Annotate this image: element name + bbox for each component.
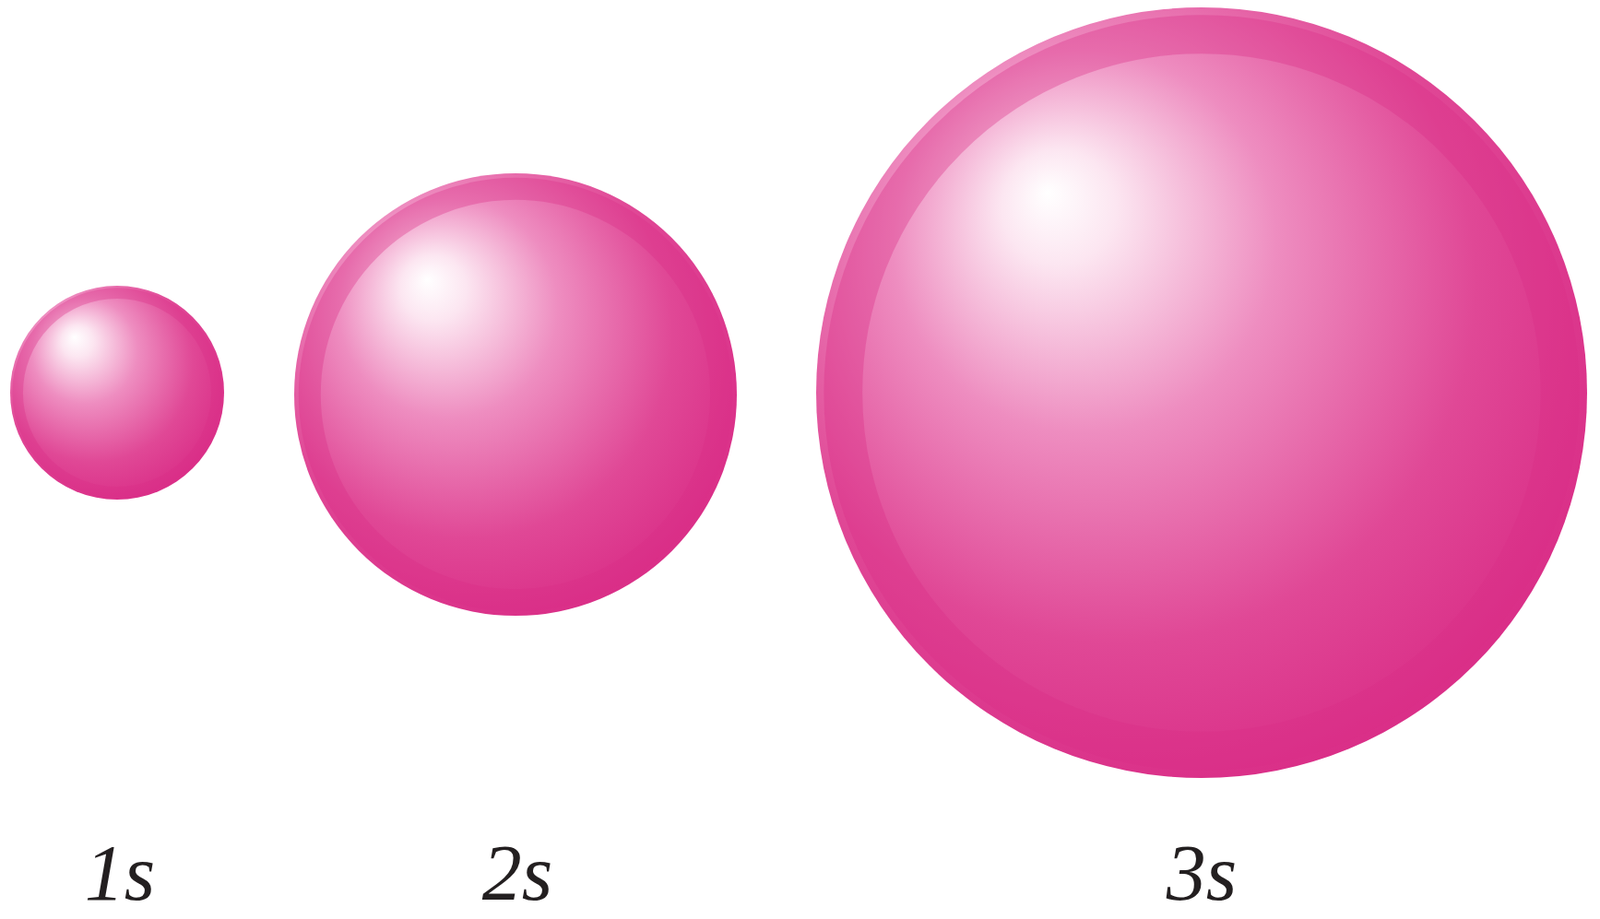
sphere-shape: [294, 173, 737, 617]
sphere-fill: [816, 7, 1588, 779]
sphere-fill: [10, 285, 225, 500]
sphere-rim: [17, 293, 217, 493]
orbital-sphere: 3s: [816, 7, 1588, 779]
sphere-shape: [816, 7, 1588, 779]
sphere-fill: [294, 173, 737, 617]
orbital-sphere: 1s: [10, 285, 225, 500]
orbital-sphere: 2s: [294, 173, 737, 617]
orbital-label: 1s: [84, 833, 155, 913]
orbital-label: 2s: [482, 833, 553, 913]
sphere-shape: [10, 285, 225, 500]
sphere-rim: [842, 34, 1560, 751]
sphere-rim: [309, 189, 722, 601]
orbital-label: 3s: [1166, 833, 1237, 913]
